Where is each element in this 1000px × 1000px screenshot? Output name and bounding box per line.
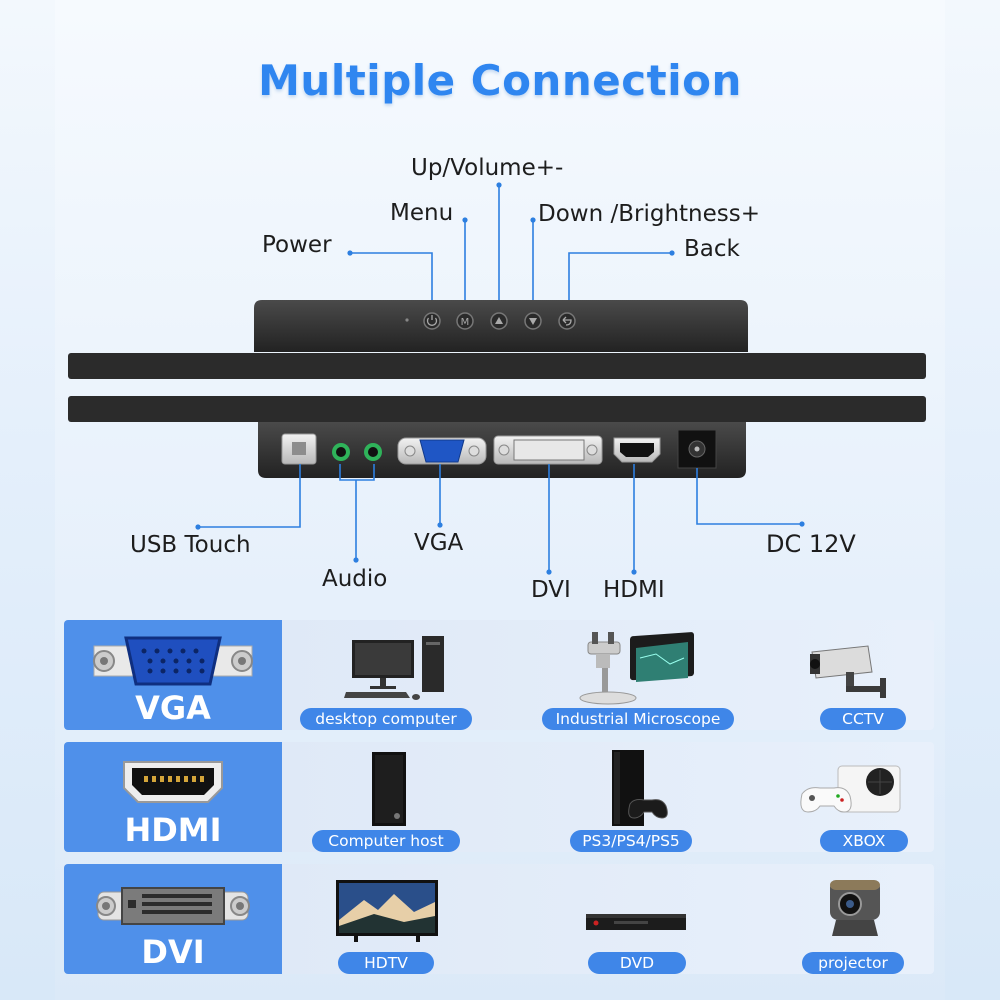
- pill-hdtv: HDTV: [338, 952, 434, 974]
- vga-devices: desktop computer Industrial Microscope C…: [282, 620, 934, 730]
- vga-port: [397, 437, 487, 465]
- monitor-top-bezel: [68, 353, 926, 379]
- hdmi-devices: Computer host PS3/PS4/PS5 XBOX: [282, 742, 934, 852]
- vga-title: VGA: [135, 689, 211, 727]
- label-dvi: DVI: [531, 577, 571, 603]
- dc-port: [677, 429, 717, 469]
- label-usb-touch: USB Touch: [130, 532, 251, 558]
- hdmi-panel: HDMI: [64, 742, 282, 852]
- label-down-brightness: Down /Brightness+: [538, 201, 761, 227]
- label-audio: Audio: [322, 566, 388, 592]
- dvi-devices: HDTV DVD projector: [282, 864, 934, 974]
- pill-xbox: XBOX: [820, 830, 908, 852]
- dvi-port: [493, 435, 603, 465]
- menu-button: M: [456, 312, 474, 330]
- desktop-computer-icon: [344, 636, 444, 700]
- projector-icon: [830, 880, 880, 936]
- label-vga: VGA: [414, 530, 464, 556]
- hdmi-port: [613, 437, 661, 463]
- pill-computer-host: Computer host: [312, 830, 460, 852]
- audio-port-2: [364, 443, 382, 461]
- vga-row: VGA desktop computer Industrial Microsco…: [64, 620, 934, 730]
- vga-panel: VGA: [64, 620, 282, 730]
- down-button: [524, 312, 542, 330]
- pill-cctv: CCTV: [820, 708, 906, 730]
- pill-ps: PS3/PS4/PS5: [570, 830, 692, 852]
- callout-lines: [198, 185, 802, 572]
- usb-port: [281, 433, 317, 465]
- industrial-microscope-icon: [579, 632, 694, 705]
- monitor-bottom-bezel: [68, 396, 926, 422]
- label-up-volume: Up/Volume+-: [411, 155, 564, 181]
- computer-host-icon: [372, 752, 406, 826]
- pill-projector: projector: [802, 952, 904, 974]
- pill-industrial-microscope: Industrial Microscope: [542, 708, 734, 730]
- console-icon: [612, 750, 668, 826]
- audio-port-1: [332, 443, 350, 461]
- dvi-row: DVI HDTV DVD projector: [64, 864, 934, 974]
- dvi-title: DVI: [141, 933, 205, 971]
- hdmi-row: HDMI Computer host PS3/PS4/PS5 XBOX: [64, 742, 934, 852]
- hdtv-icon: [336, 880, 438, 942]
- hdmi-title: HDMI: [124, 811, 222, 849]
- dvd-player-icon: [586, 914, 686, 930]
- label-hdmi: HDMI: [603, 577, 665, 603]
- label-back: Back: [684, 236, 740, 262]
- hdmi-connector-icon: [123, 761, 223, 803]
- dvi-connector-icon: [96, 887, 250, 925]
- back-button: [558, 312, 576, 330]
- label-dc: DC 12V: [766, 530, 856, 558]
- cctv-camera-icon: [810, 645, 886, 698]
- power-button: [423, 312, 441, 330]
- up-button: [490, 312, 508, 330]
- svg-text:M: M: [461, 317, 470, 328]
- vga-connector-icon: [93, 636, 253, 686]
- dvi-panel: DVI: [64, 864, 282, 974]
- monitor-diagram: M: [68, 182, 926, 575]
- label-menu: Menu: [390, 200, 454, 226]
- pill-dvd: DVD: [588, 952, 686, 974]
- label-power: Power: [262, 232, 332, 258]
- pill-desktop-computer: desktop computer: [300, 708, 472, 730]
- page-title: Multiple Connection: [258, 56, 742, 105]
- xbox-icon: [800, 765, 901, 813]
